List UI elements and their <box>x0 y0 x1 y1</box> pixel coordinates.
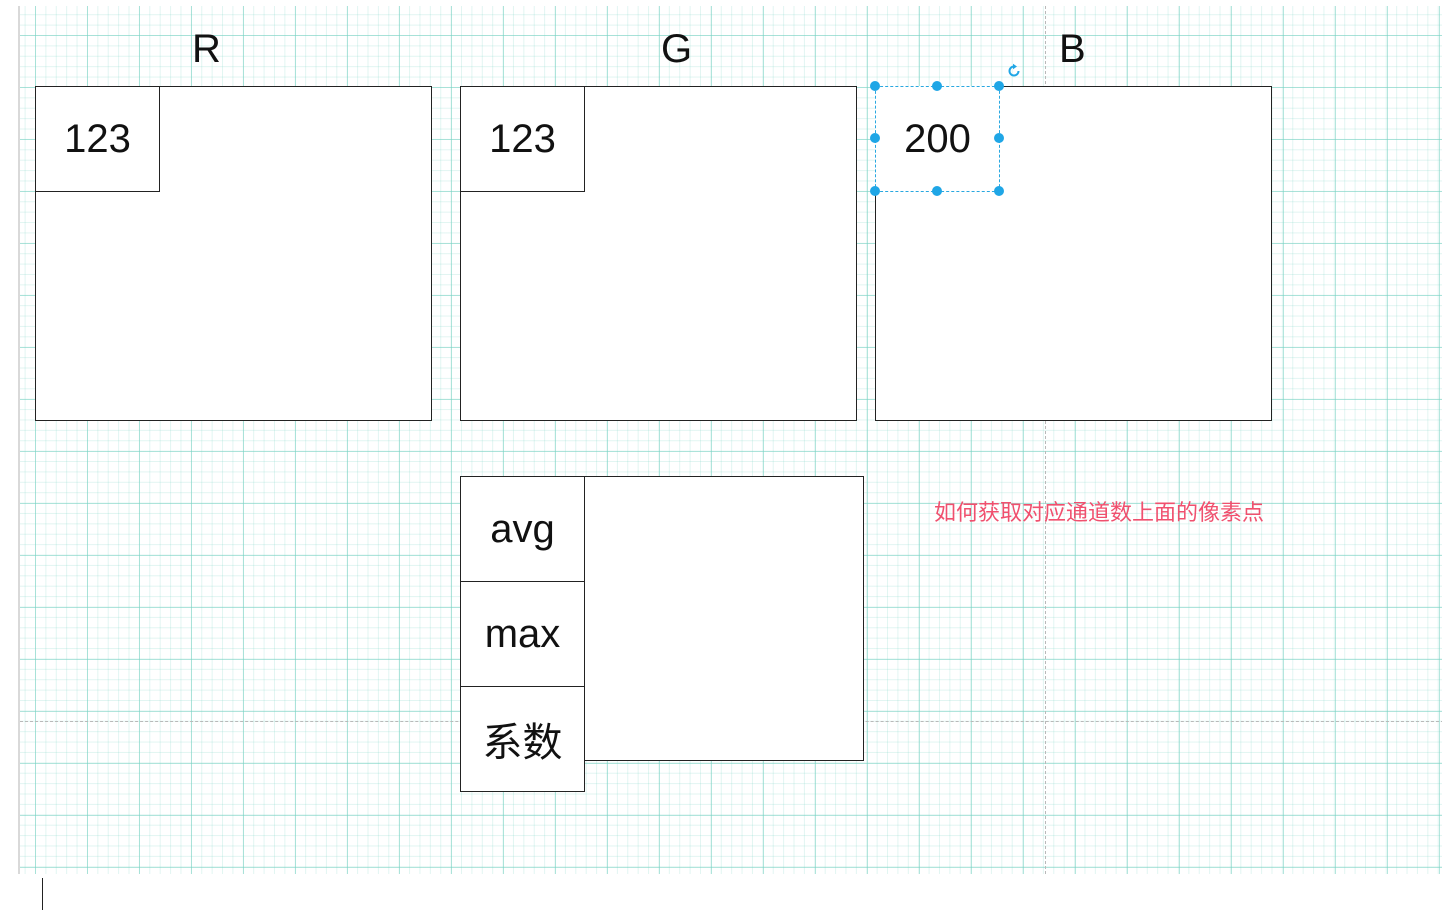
text-caret <box>42 878 43 910</box>
question-note[interactable]: 如何获取对应通道数上面的像素点 <box>934 500 1265 525</box>
channel-g-pixel-cell[interactable]: 123 <box>460 86 585 192</box>
resize-handle-ne[interactable] <box>994 81 1004 91</box>
channel-r-title[interactable]: R <box>192 27 221 71</box>
stats-cell-max[interactable]: max <box>460 581 585 687</box>
resize-handle-w[interactable] <box>870 133 880 143</box>
page-break-vertical <box>1045 6 1046 874</box>
diagram-canvas[interactable]: R 123 G 123 B 200 avg max 系数 如何获取对应通道数上面… <box>18 6 1442 874</box>
stats-cell-coefficient[interactable]: 系数 <box>460 686 585 792</box>
resize-handle-sw[interactable] <box>870 186 880 196</box>
resize-handle-se[interactable] <box>994 186 1004 196</box>
channel-b-pixel-cell[interactable]: 200 <box>875 86 1000 192</box>
stats-cell-avg[interactable]: avg <box>460 476 585 582</box>
resize-handle-s[interactable] <box>932 186 942 196</box>
resize-handle-n[interactable] <box>932 81 942 91</box>
resize-handle-nw[interactable] <box>870 81 880 91</box>
channel-r-pixel-cell[interactable]: 123 <box>35 86 160 192</box>
channel-g-title[interactable]: G <box>661 27 693 71</box>
resize-handle-e[interactable] <box>994 133 1004 143</box>
rotate-icon[interactable] <box>1006 63 1022 79</box>
channel-b-title[interactable]: B <box>1059 27 1086 71</box>
